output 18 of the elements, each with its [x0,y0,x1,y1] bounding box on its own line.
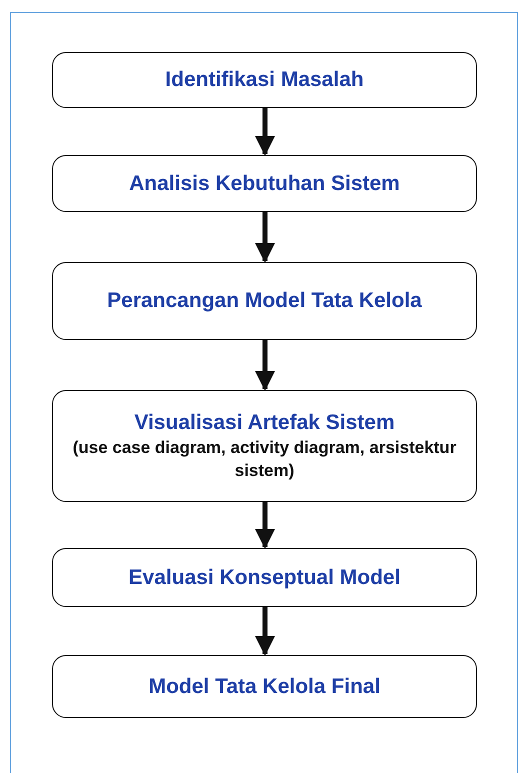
process-box [52,655,477,718]
arrow [255,607,275,656]
process-box [52,390,477,502]
arrow [255,212,275,263]
process-box [52,548,477,607]
arrow [255,108,275,156]
arrow [255,502,275,549]
step-title: Model Tata Kelola Final [148,674,380,700]
process-box [52,262,477,340]
step-title: Visualisasi Artefak Sistem [134,410,395,436]
process-box [52,52,477,108]
step-details: (use case diagram, activity diagram, arsistektur sistem) [72,436,458,482]
process-box [52,155,477,212]
step-title: Analisis Kebutuhan Sistem [129,170,400,197]
step-title: Identifikasi Masalah [165,67,364,94]
step-title: Evaluasi Konseptual Model [128,564,400,591]
step-title: Perancangan Model Tata Kelola [107,288,422,314]
arrow [255,340,275,391]
